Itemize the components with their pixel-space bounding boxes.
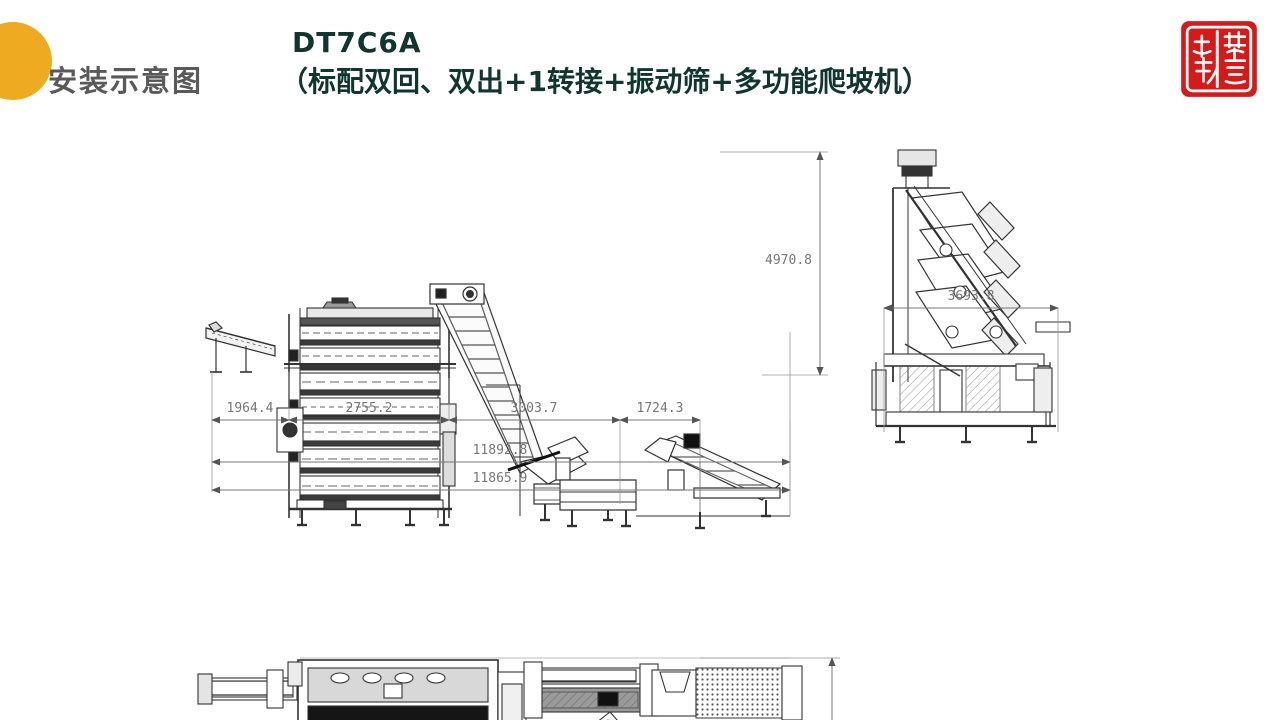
vibrating-screen-unit <box>559 479 637 528</box>
climbing-machine <box>636 433 790 530</box>
dim-front-height: 4970.8 <box>765 253 812 268</box>
plan-dimension: 3735.2 <box>700 657 840 720</box>
drawing-canvas: 1964.4 2755.2 3003.7 1724.3 11892.8 1186… <box>197 149 1071 720</box>
left-input-conveyor <box>205 321 276 373</box>
dim-overall-lower: 11865.9 <box>473 471 528 486</box>
technical-drawing: 1964.4 2755.2 3003.7 1724.3 11892.8 1186… <box>0 132 1280 720</box>
page-title: 安装示意图 <box>48 64 204 98</box>
side-elevation-view <box>871 149 1071 444</box>
plan-left-conveyor-top <box>197 669 298 709</box>
side-dimension: 3693.8 <box>883 289 1059 432</box>
plan-incline-conveyor <box>598 711 618 720</box>
plan-view <box>197 657 803 720</box>
plan-upper-conveyor <box>523 661 659 719</box>
plan-main-body <box>287 659 527 720</box>
dim-overall-upper: 11892.8 <box>473 443 528 458</box>
title-block: DT7C6A （标配双回、双出+1转接+振动筛+多功能爬坡机） <box>280 25 1092 100</box>
dim-side-width: 3693.8 <box>948 289 995 304</box>
dim-seg-1: 1964.4 <box>227 401 274 416</box>
accent-circle <box>0 22 52 100</box>
front-elevation-view <box>205 283 790 530</box>
model-title: DT7C6A <box>292 26 422 59</box>
company-seal-icon <box>1181 21 1257 97</box>
dim-seg-3: 3003.7 <box>511 401 558 416</box>
dim-seg-2: 2755.2 <box>346 401 393 416</box>
front-dimension-set: 1964.4 2755.2 3003.7 1724.3 11892.8 1186… <box>211 151 828 516</box>
model-subtitle: （标配双回、双出+1转接+振动筛+多功能爬坡机） <box>280 65 930 98</box>
plan-vibrating-screen <box>651 665 803 720</box>
dim-seg-4: 1724.3 <box>637 401 684 416</box>
